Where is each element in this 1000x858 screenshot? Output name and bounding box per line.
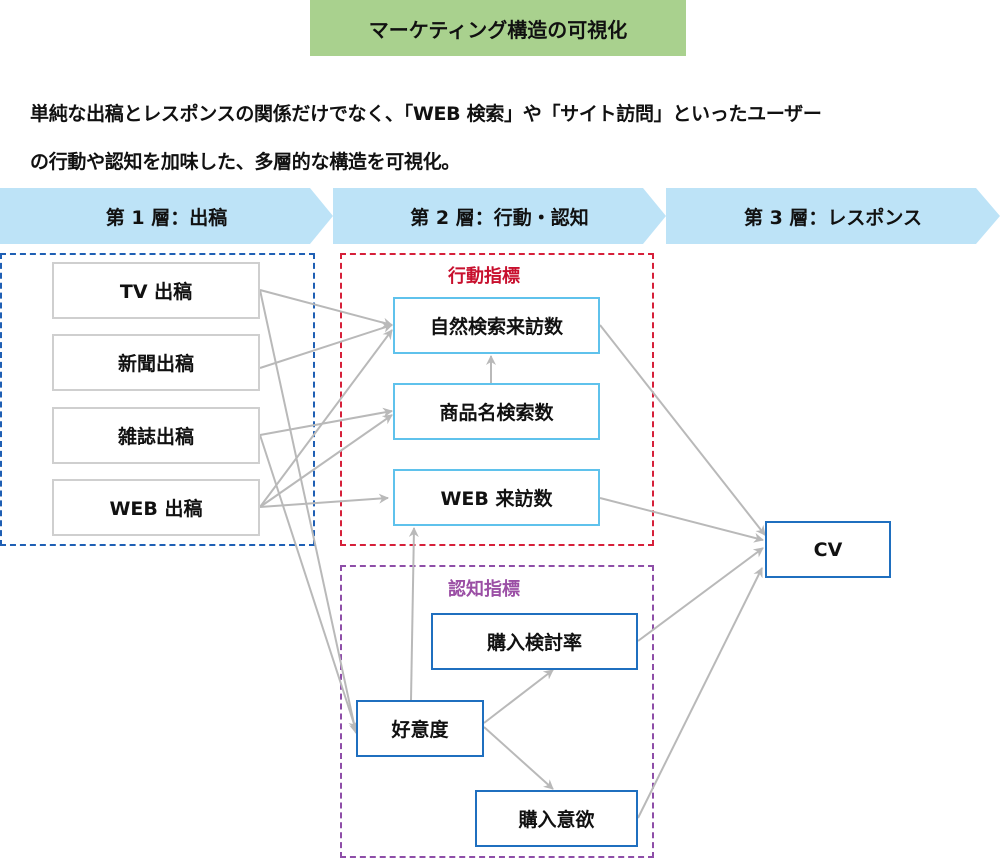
node-organic-visits: 自然検索来訪数: [393, 297, 600, 354]
node-web-visits: WEB 来訪数: [393, 469, 600, 526]
node-magazine-ad: 雑誌出稿: [52, 407, 260, 464]
node-brand-search: 商品名検索数: [393, 383, 600, 440]
node-favorability: 好意度: [356, 700, 484, 757]
page-title: マーケティング構造の可視化: [310, 0, 686, 56]
group-cognition-label: 認知指標: [448, 579, 520, 600]
node-newspaper-ad: 新聞出稿: [52, 334, 260, 391]
node-cv: CV: [765, 521, 891, 578]
description-line-1: 単純な出稿とレスポンスの関係だけでなく、「WEB 検索」や「サイト訪問」といった…: [30, 103, 822, 125]
group-behavior-label: 行動指標: [448, 266, 520, 287]
description-line-2: の行動や認知を加味した、多層的な構造を可視化。: [30, 151, 461, 173]
edge-consider-to-cv: [637, 547, 764, 642]
node-purchase-intent: 購入意欲: [475, 790, 638, 847]
node-web-ad: WEB 出稿: [52, 479, 260, 536]
edge-intent-to-cv: [637, 567, 763, 819]
node-purchase-consideration: 購入検討率: [431, 613, 638, 670]
layer-2-header: 第 2 層：行動・認知: [333, 188, 666, 244]
description: 単純な出稿とレスポンスの関係だけでなく、「WEB 検索」や「サイト訪問」といった…: [30, 90, 990, 186]
layer-1-header: 第 1 層：出稿: [0, 188, 333, 244]
node-tv-ad: TV 出稿: [52, 262, 260, 319]
layer-3-header: 第 3 層：レスポンス: [666, 188, 1000, 244]
